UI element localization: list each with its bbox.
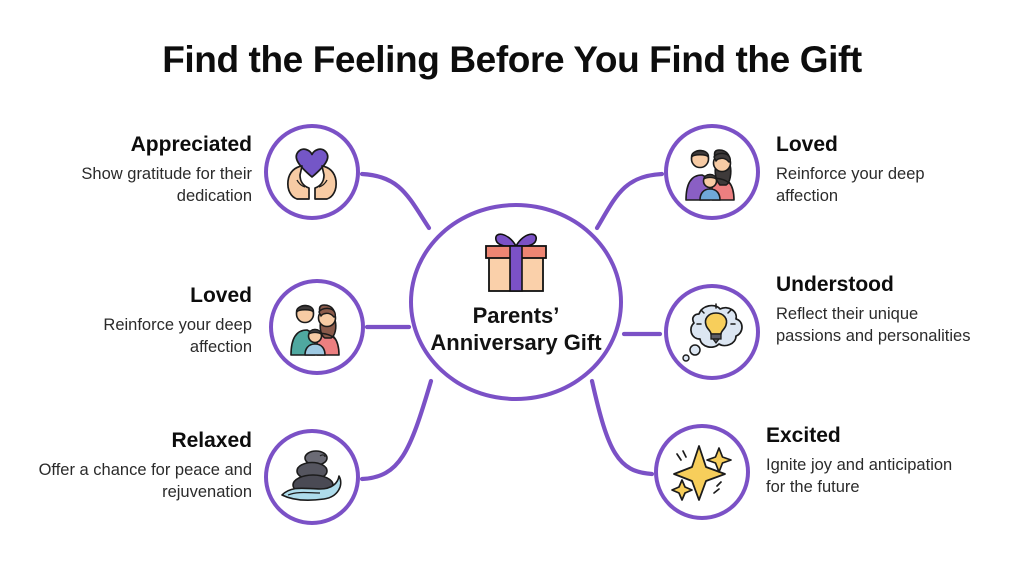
node-title: Understood [776,273,894,296]
node-loved-right-text: Loved Reinforce your deep affection [776,132,976,207]
node-loved-right[interactable] [664,124,760,220]
node-title: Excited [766,424,841,447]
node-title: Relaxed [171,429,252,452]
hub-label: Parents’ Anniversary Gift [430,303,602,355]
node-title: Loved [776,133,838,156]
hub-node[interactable]: Parents’ Anniversary Gift [409,203,623,401]
zen-stones-icon [281,450,342,501]
connector-excited [589,378,655,477]
node-excited[interactable] [654,424,750,520]
node-loved-left[interactable] [269,279,365,375]
node-desc: Reflect their unique passions and person… [776,305,971,346]
node-understood-text: Understood Reflect their unique passions… [776,272,976,347]
thought-bubble-lightbulb-icon [682,303,743,362]
node-desc: Reinforce your deep affection [103,316,252,357]
node-relaxed-text: Relaxed Offer a chance for peace and rej… [25,428,252,503]
page-title: Find the Feeling Before You Find the Gif… [162,39,862,80]
node-desc: Show gratitude for their dedication [81,165,252,206]
connector-relaxed [359,378,434,482]
node-appreciated-text: Appreciated Show gratitude for their ded… [40,132,252,207]
node-desc: Reinforce your deep affection [776,165,925,206]
sparkles-icon [671,445,732,501]
node-title: Appreciated [130,133,252,156]
node-understood[interactable] [664,284,760,380]
connector-loved-right [594,171,665,231]
node-appreciated[interactable] [264,124,360,220]
node-desc: Ignite joy and anticipation for the futu… [766,456,953,497]
connector-appreciated [359,171,432,231]
gift-box-icon [485,233,547,292]
node-relaxed[interactable] [264,429,360,525]
family-icon [685,149,735,201]
node-loved-left-text: Loved Reinforce your deep affection [60,283,252,358]
node-excited-text: Excited Ignite joy and anticipation for … [766,423,971,498]
node-title: Loved [190,284,252,307]
family-icon [290,304,340,356]
hands-holding-heart-icon [287,148,337,200]
node-desc: Offer a chance for peace and rejuvenatio… [38,461,252,502]
